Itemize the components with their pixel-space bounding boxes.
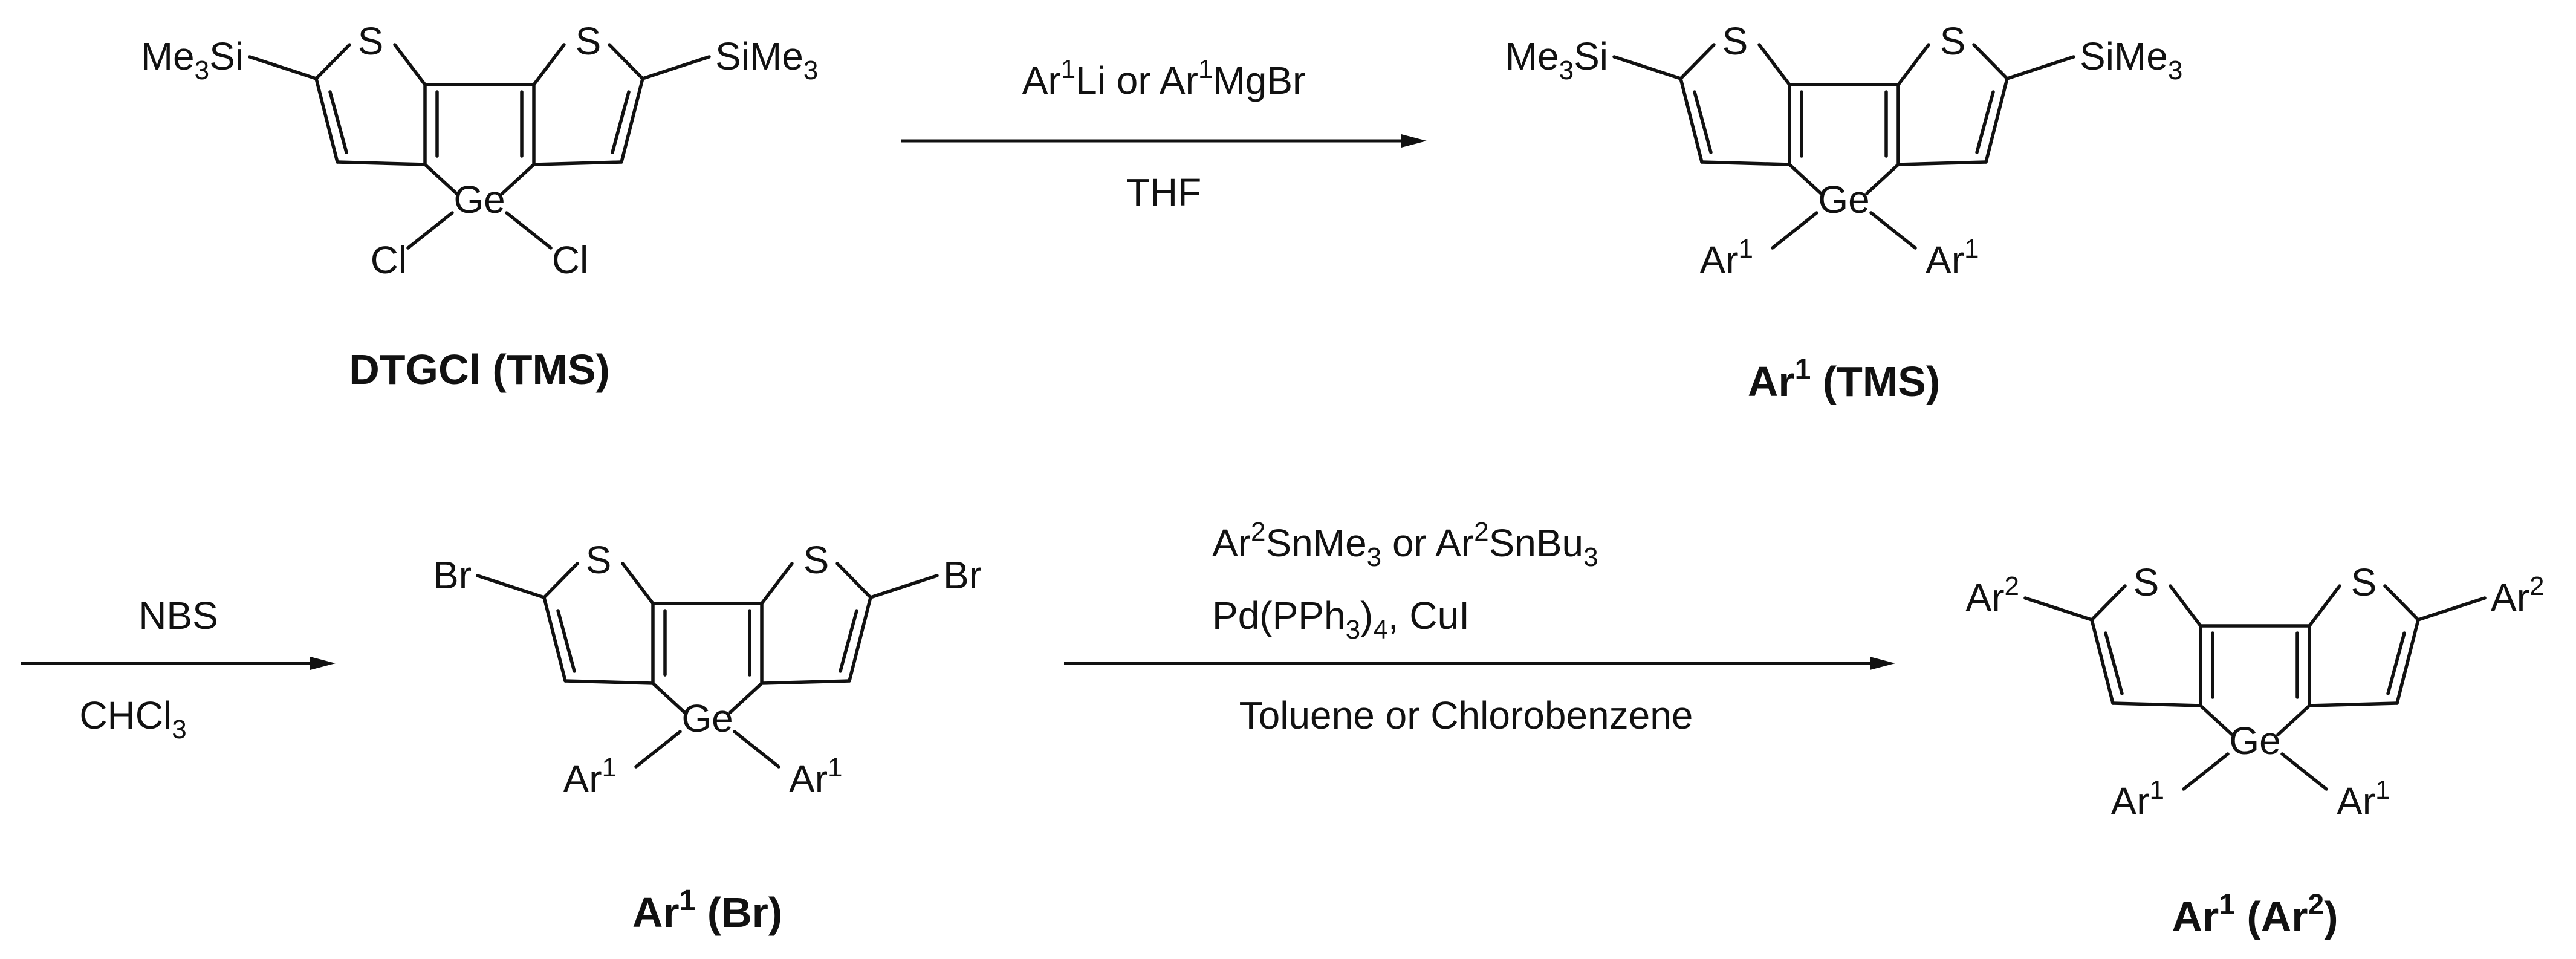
ge-left-substituent: Cl xyxy=(371,238,407,282)
germanium-label: Ge xyxy=(2229,719,2280,762)
compound-name: DTGCl (TMS) xyxy=(349,346,610,393)
sulfur-label: S xyxy=(2133,561,2159,604)
ge-right-substituent: Ar1 xyxy=(789,753,842,801)
compound-ar1-tms: S S Ge Ar1 Ar1 Me3Si SiMe3 Ar1 (TMS) xyxy=(1505,19,2183,405)
ge-right-substituent: Ar1 xyxy=(1926,234,1979,282)
germanium-label: Ge xyxy=(681,697,733,740)
aryl-left-label: Ar2 xyxy=(1966,571,2019,619)
catalyst-reagent-line-2: Pd(PPh3)4, CuI xyxy=(1212,594,1470,645)
ge-left-substituent: Ar1 xyxy=(2111,775,2164,823)
reaction-arrow-step3: Ar2SnMe3 or Ar2SnBu3 Pd(PPh3)4, CuI Tolu… xyxy=(1064,517,1895,737)
bromine-left-label: Br xyxy=(433,553,472,597)
arrow-head xyxy=(1401,134,1427,148)
compound-dtgcl: S S Ge Cl Cl Me3Si SiMe3 DTGCl (TMS) xyxy=(141,19,819,393)
bromine-right-label: Br xyxy=(943,553,982,597)
tms-right-label: SiMe3 xyxy=(715,34,818,85)
arrow-head xyxy=(310,657,336,670)
arrow-head xyxy=(1870,657,1895,670)
sulfur-label: S xyxy=(358,19,384,63)
catalyst-reagent-line-1: Ar2SnMe3 or Ar2SnBu3 xyxy=(1212,517,1598,572)
reaction-arrow-step2: NBS CHCl3 xyxy=(21,594,336,744)
reagent-label: Ar1Li or Ar1MgBr xyxy=(1022,54,1306,102)
compound-name: Ar1 (Ar2) xyxy=(2172,889,2338,940)
reagent-label: NBS xyxy=(138,594,218,637)
sulfur-label: S xyxy=(586,538,612,582)
germanium-label: Ge xyxy=(453,178,505,221)
compound-name: Ar1 (Br) xyxy=(632,885,782,936)
reaction-arrow-step1: Ar1Li or Ar1MgBr THF xyxy=(901,54,1427,214)
sulfur-label: S xyxy=(2351,561,2377,604)
sulfur-label: S xyxy=(1722,19,1748,63)
germanium-label: Ge xyxy=(1818,178,1869,221)
compound-ar1-ar2: S S Ge Ar1 Ar1 Ar2 Ar2 Ar1 (Ar2) xyxy=(1966,561,2545,940)
compound-name: Ar1 (TMS) xyxy=(1748,354,1940,405)
tms-left-label: Me3Si xyxy=(1505,34,1608,85)
sulfur-label: S xyxy=(576,19,602,63)
solvent-label: Toluene or Chlorobenzene xyxy=(1239,694,1693,737)
sulfur-label: S xyxy=(1940,19,1966,63)
solvent-label: CHCl3 xyxy=(79,694,186,744)
solvent-label: THF xyxy=(1126,171,1201,214)
sulfur-label: S xyxy=(803,538,829,582)
ge-left-substituent: Ar1 xyxy=(563,753,617,801)
aryl-right-label: Ar2 xyxy=(2491,571,2544,619)
ge-right-substituent: Ar1 xyxy=(2337,775,2390,823)
tms-right-label: SiMe3 xyxy=(2080,34,2182,85)
ge-right-substituent: Cl xyxy=(552,238,588,282)
compound-ar1-br: S S Ge Ar1 Ar1 Br Br Ar1 (Br) xyxy=(433,538,982,936)
ge-left-substituent: Ar1 xyxy=(1700,234,1753,282)
tms-left-label: Me3Si xyxy=(141,34,244,85)
